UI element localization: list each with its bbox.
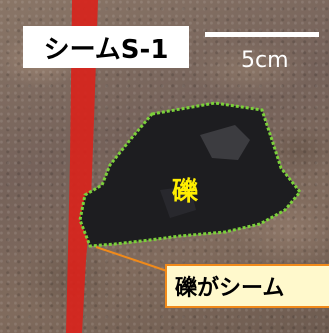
callout-text: 礫がシーム	[175, 276, 285, 301]
scale-line	[205, 32, 319, 37]
pebble-label: 礫	[172, 177, 199, 207]
scale-bar: 5cm	[205, 26, 319, 73]
seam-label: シームS-1	[23, 26, 189, 68]
scale-text: 5cm	[241, 48, 289, 73]
callout-box: 礫がシーム	[165, 264, 329, 308]
seam-label-text: シームS-1	[43, 34, 169, 65]
red-stripe	[66, 0, 98, 333]
